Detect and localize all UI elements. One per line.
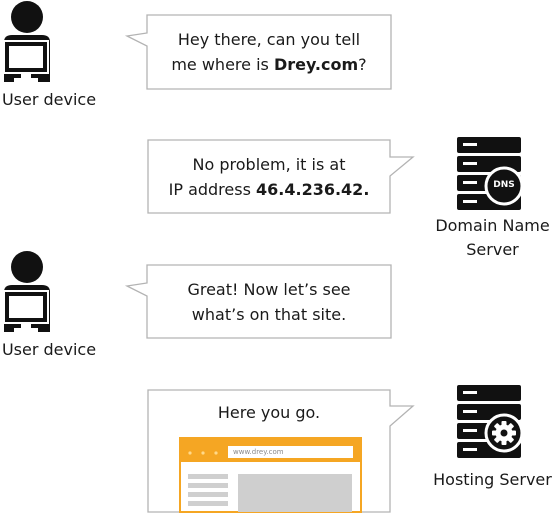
dns-badge-text: DNS (493, 180, 515, 190)
user-device-icon (3, 1, 50, 82)
message-1: Hey there, can you tell me where is Drey… (147, 27, 391, 77)
message-1-punctuation: ? (358, 55, 367, 74)
hosting-server-icon (457, 385, 524, 458)
browser-url-text: www.drey.com (233, 448, 284, 456)
message-1-text: me where is (171, 55, 274, 74)
ip-address-highlight: 46.4.236.42. (256, 180, 370, 199)
hosting-server-label: Hosting Server (433, 470, 552, 489)
message-2: No problem, it is at IP address 46.4.236… (148, 152, 390, 202)
message-2-text: IP address (168, 180, 257, 199)
message-2-line1: No problem, it is at (192, 155, 346, 174)
gear-icon (492, 421, 516, 445)
speech-bubble-3 (124, 264, 392, 339)
speech-bubble-2 (147, 139, 415, 214)
user-device-label: User device (1, 340, 97, 359)
dns-server-label-line1: Domain Name (435, 216, 550, 235)
message-4: Here you go. (148, 400, 390, 425)
message-3-line2: what’s on that site. (191, 305, 347, 324)
dns-server-label: Domain Name Server (428, 214, 557, 262)
dns-server-icon (457, 137, 524, 210)
message-2-line2: IP address 46.4.236.42. (148, 177, 390, 202)
message-4-line1: Here you go. (217, 403, 321, 422)
domain-name-highlight: Drey.com (273, 55, 359, 74)
message-1-line2: me where is Drey.com? (147, 52, 391, 77)
message-3-line1: Great! Now let’s see (187, 280, 351, 299)
user-device-label: User device (1, 90, 97, 109)
message-3: Great! Now let’s see what’s on that site… (147, 277, 391, 327)
user-device-icon (3, 251, 50, 332)
browser-window-illustration (179, 437, 362, 513)
speech-bubble-1 (124, 14, 392, 90)
dns-server-label-line2: Server (466, 240, 519, 259)
message-1-line1: Hey there, can you tell (177, 30, 361, 49)
